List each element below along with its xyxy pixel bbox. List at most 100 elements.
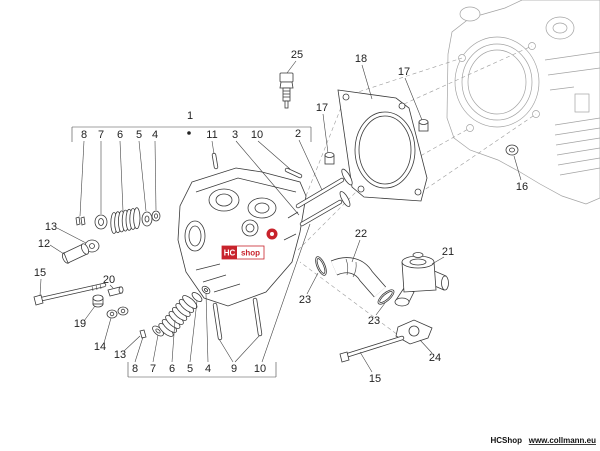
callout-2: 2 [295,128,301,140]
bolt [339,335,405,363]
dowel-pin [418,119,429,132]
callout-17-top: 17 [398,66,410,78]
leader-line [119,140,124,212]
callout-7-top: 7 [98,129,104,141]
dowel-pin [324,152,335,165]
callout-10-top: 10 [251,129,263,141]
leader-line [103,317,112,344]
callout-23-right: 23 [368,315,380,327]
callout-11: 11 [206,129,217,141]
watermark-brand: HCShop [490,436,522,445]
watermark-url: www.collmann.eu [528,436,596,445]
callout-6-top: 6 [117,129,123,141]
callout-24: 24 [429,352,441,364]
leader-line [351,239,361,263]
exhaust-valve [295,168,353,209]
valve-guide [284,167,303,179]
callout-21: 21 [442,246,454,258]
callout-labels: 25 18 17 1 17 8 7 6 5 4 11 3 10 2 16 13 … [34,49,528,385]
sleeve [61,243,90,264]
callout-20: 20 [103,274,115,286]
thermostat-housing [394,252,449,307]
leader-line [134,336,144,363]
leader-line [56,227,87,244]
leader-line [189,300,198,363]
logo-text-shop: shop [241,249,260,258]
leader-line [404,77,423,121]
cylinder-head [177,167,307,307]
temperature-sensor [279,72,294,109]
leader-line [211,140,215,155]
intake-manifold-pipe [330,257,387,298]
valve-stem-seal [151,210,161,222]
callout-19: 19 [74,318,86,330]
leader-line [257,140,291,170]
spring-seat [141,211,153,227]
callout-8-top: 8 [81,129,87,141]
callout-25: 25 [291,49,303,61]
leader-line [83,305,96,322]
valve-spring [158,295,198,337]
callout-1: 1 [187,110,193,122]
valve-guides [212,297,263,341]
callout-5-bottom: 5 [187,363,193,375]
leader-line [171,319,176,363]
callout-6-bottom: 6 [169,363,175,375]
callout-5-top: 5 [136,129,142,141]
leader-line [152,334,159,363]
assembly-guide-lines [297,45,537,339]
hcshop-logo: HC shop [221,228,278,260]
hose-clamp [315,256,327,276]
leader-line [419,339,433,354]
stud-bolt [33,282,107,306]
watermark: HCShop www.collmann.eu [490,436,596,445]
spring-seat [191,292,203,302]
leader-line [234,335,260,363]
leader-line [286,60,297,74]
callout-17-mid: 17 [316,102,328,114]
centering-pin [211,152,219,170]
leader-line [306,272,319,295]
callout-23-left: 23 [299,294,311,306]
callout-9: 9 [231,363,237,375]
leader-line [123,335,141,352]
hose-clamp [377,289,395,305]
washers [106,306,129,319]
leader-line [375,302,386,316]
intake-valve [299,191,351,227]
assembly-marker-dot [187,131,191,135]
callout-12: 12 [38,238,50,250]
leader-line [359,351,373,373]
callout-7-bottom: 7 [150,363,156,375]
callout-13-bottom: 13 [114,349,126,361]
leader-line [513,155,522,181]
valve-cotters [75,216,86,226]
engine-crankcase [446,0,600,205]
nut [505,144,519,156]
thermostat-gasket [395,319,433,345]
callout-15-left: 15 [34,267,46,279]
leader-line [322,113,329,154]
valve-stem-seal [201,285,211,295]
leader-line [235,140,300,216]
fitting [107,286,124,297]
valve-spring [110,207,141,234]
leader-line [205,293,209,363]
callout-14: 14 [94,341,106,353]
leader-line [138,140,147,212]
leader-line [49,244,65,255]
callout-13-left: 13 [45,221,57,233]
callout-22: 22 [355,228,367,240]
callout-18: 18 [355,53,367,65]
callout-3: 3 [232,129,238,141]
logo-text-hc: HC [224,249,236,258]
leader-line [109,284,114,289]
callout-4-top: 4 [152,129,158,141]
callout-bracket-top [71,126,312,142]
valve-cotters [139,329,147,339]
leader-line [39,278,42,297]
callout-8-bottom: 8 [132,363,138,375]
callout-15-right: 15 [369,373,381,385]
leader-line [298,139,323,191]
